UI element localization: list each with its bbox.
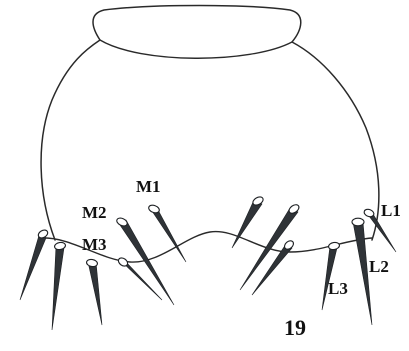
seta (52, 246, 64, 330)
figure-number: 19 (284, 315, 306, 340)
seta (232, 200, 262, 248)
seta (322, 246, 337, 310)
label-m3: M3 (82, 235, 107, 254)
label-l3: L3 (328, 279, 348, 298)
label-m2: M2 (82, 203, 107, 222)
notch-curve (100, 40, 292, 58)
label-l1: L1 (381, 201, 401, 220)
seta-socket (54, 242, 66, 251)
seta (150, 208, 186, 262)
seta-socket (352, 218, 364, 226)
label-l2: L2 (369, 257, 389, 276)
label-m1: M1 (136, 177, 161, 196)
setae-left (20, 204, 186, 330)
seta-socket (328, 242, 340, 251)
seta (252, 244, 292, 295)
seta (88, 262, 102, 325)
seta-socket (86, 259, 98, 268)
seta (20, 232, 46, 300)
